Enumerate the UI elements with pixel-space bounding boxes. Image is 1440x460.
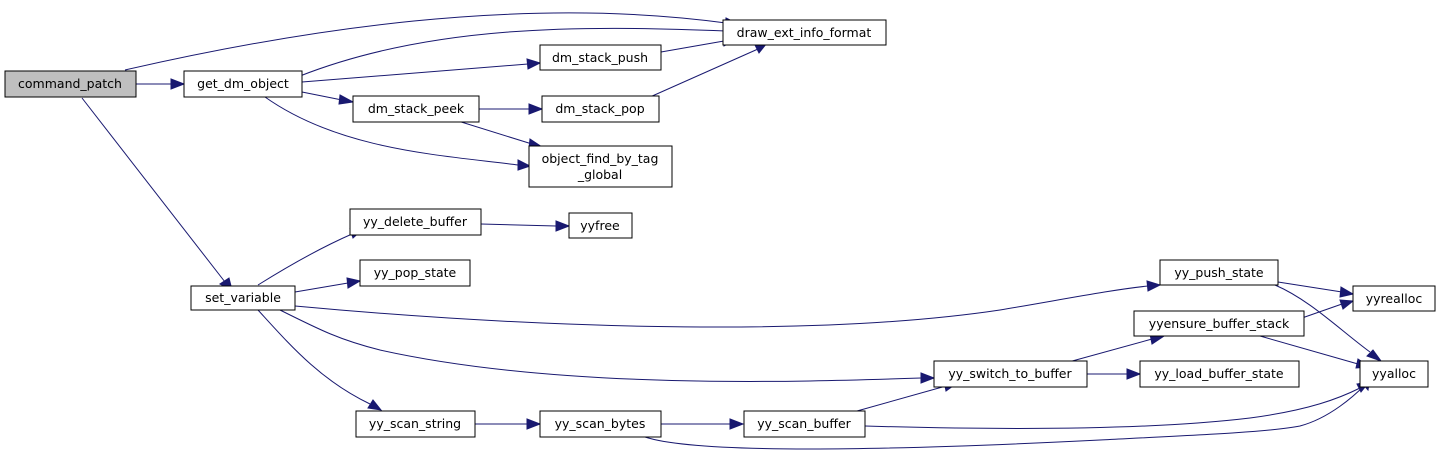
node-yy_push_state[interactable]: yy_push_state: [1159, 259, 1279, 286]
node-label: yy_push_state: [1174, 265, 1264, 280]
node-yy_scan_bytes[interactable]: yy_scan_bytes: [539, 410, 662, 438]
node-label: yyrealloc: [1366, 291, 1423, 306]
node-yyrealloc[interactable]: yyrealloc: [1352, 285, 1436, 312]
node-set_variable[interactable]: set_variable: [190, 285, 296, 311]
edge-yy_scan_bytes-yy_scan_buffer: [661, 418, 745, 430]
node-yy_load_buffer_state[interactable]: yy_load_buffer_state: [1139, 360, 1300, 388]
edge-dm_stack_peek-object_find_by_tag_global: [457, 120, 544, 149]
edge-command_patch-get_dm_object: [136, 78, 186, 90]
node-label: dm_stack_push: [552, 50, 648, 65]
edge-get_dm_object-draw_ext_info_format: [299, 25, 740, 77]
node-label-line-1: object_find_by_tag: [542, 151, 659, 166]
edge-yy_scan_string-yy_scan_bytes: [475, 418, 542, 430]
edge-get_dm_object-dm_stack_push: [301, 58, 542, 83]
node-yyalloc[interactable]: yyalloc: [1359, 360, 1429, 388]
node-dm_stack_pop[interactable]: dm_stack_pop: [541, 95, 660, 123]
node-label: yy_scan_buffer: [757, 416, 851, 431]
node-draw_ext_info_format[interactable]: draw_ext_info_format: [722, 19, 887, 46]
node-label: yy_switch_to_buffer: [948, 366, 1072, 381]
edge-set_variable-yy_push_state: [294, 280, 1162, 328]
node-yyensure_buffer_stack[interactable]: yyensure_buffer_stack: [1133, 310, 1305, 337]
node-label: dm_stack_peek: [368, 101, 465, 116]
node-label: dm_stack_pop: [555, 101, 644, 116]
edge-set_variable-yy_pop_state: [294, 277, 362, 293]
edge-yy_delete_buffer-yyfree: [480, 220, 571, 232]
node-get_dm_object[interactable]: get_dm_object: [183, 70, 303, 98]
edge-command_patch-set_variable: [81, 97, 233, 291]
node-label: yyfree: [580, 218, 620, 233]
edge-dm_stack_peek-dm_stack_pop: [479, 103, 544, 115]
node-yy_scan_string[interactable]: yy_scan_string: [355, 410, 476, 438]
node-label: yy_scan_bytes: [555, 416, 646, 431]
edge-yy_switch_to_buffer-yy_load_buffer_state: [1087, 368, 1142, 380]
edge-get_dm_object-object_find_by_tag_global: [264, 96, 532, 171]
node-label: yyensure_buffer_stack: [1149, 316, 1290, 331]
node-yyfree[interactable]: yyfree: [568, 212, 633, 239]
edge-set_variable-yy_switch_to_buffer: [279, 309, 936, 384]
edge-set_variable-yy_scan_string: [257, 309, 383, 411]
node-yy_delete_buffer[interactable]: yy_delete_buffer: [349, 208, 482, 236]
edge-set_variable-yy_delete_buffer: [257, 228, 365, 286]
edge-get_dm_object-dm_stack_peek: [301, 91, 355, 105]
node-label-line-2: _global: [577, 167, 622, 182]
node-label: yy_pop_state: [374, 265, 457, 280]
edge-yyensure_buffer_stack-yyrealloc: [1301, 299, 1355, 319]
node-yy_scan_buffer[interactable]: yy_scan_buffer: [743, 410, 866, 438]
node-label: yy_delete_buffer: [363, 214, 468, 229]
node-object_find_by_tag_global[interactable]: object_find_by_tag _global: [528, 145, 673, 188]
edge-yy_push_state-yyalloc: [1274, 284, 1383, 363]
edge-yy_scan_buffer-yyalloc: [864, 381, 1371, 429]
node-label: command_patch: [18, 76, 122, 91]
node-yy_pop_state[interactable]: yy_pop_state: [359, 259, 471, 287]
node-label: yy_scan_string: [369, 416, 461, 431]
node-command_patch[interactable]: command_patch: [4, 70, 137, 98]
node-label: draw_ext_info_format: [737, 25, 872, 40]
edge-yy_push_state-yyrealloc: [1277, 281, 1355, 298]
node-label: get_dm_object: [197, 76, 289, 91]
node-label: set_variable: [205, 290, 281, 305]
node-yy_switch_to_buffer[interactable]: yy_switch_to_buffer: [933, 360, 1088, 388]
node-dm_stack_peek[interactable]: dm_stack_peek: [352, 95, 480, 123]
node-dm_stack_push[interactable]: dm_stack_push: [539, 44, 662, 71]
edge-yy_switch_to_buffer-yyensure_buffer_stack: [1064, 333, 1166, 364]
node-label: yyalloc: [1372, 366, 1416, 381]
node-label: yy_load_buffer_state: [1154, 366, 1284, 381]
